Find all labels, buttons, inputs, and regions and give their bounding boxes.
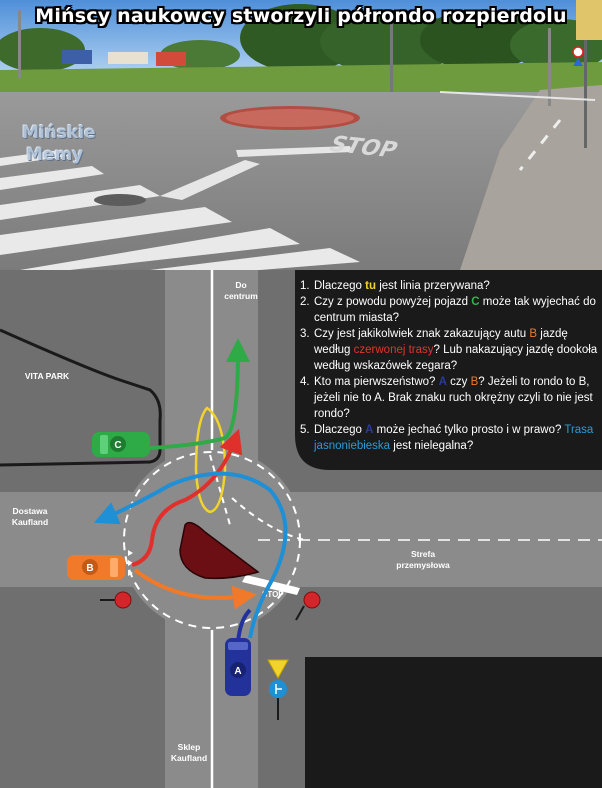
label-sklep-kaufland: Sklep Kaufland [166, 742, 212, 764]
label-strefa-przemyslowa: Strefa przemysłowa [388, 549, 458, 571]
question-5-text: Dlaczego A może jechać tylko prosto i w … [314, 422, 600, 454]
q5-highlight-a: A [365, 424, 374, 436]
car-a-label: A [234, 666, 241, 677]
label-do-centrum-line1: Do [235, 280, 247, 290]
label-do-centrum-line2: centrum [224, 291, 258, 301]
question-4-text: Kto ma pierwszeństwo? A czy B? Jeżeli to… [314, 374, 600, 422]
roundabout-edge [123, 451, 301, 629]
route-blue [93, 471, 288, 639]
stop-marking: STOP [262, 590, 284, 599]
label-sklep-line2: Kaufland [170, 753, 208, 763]
question-5: 5. Dlaczego A może jechać tylko prosto i… [300, 422, 600, 454]
q2-highlight: C [471, 296, 480, 308]
meme-title: Mińscy naukowcy stworzyli półrondo rozpi… [35, 5, 567, 27]
label-strefa-line1: Strefa [410, 549, 436, 559]
q1-pre: Dlaczego [314, 280, 366, 292]
central-island [179, 521, 260, 580]
question-4: 4. Kto ma pierwszeństwo? A czy B? Jeżeli… [300, 374, 600, 422]
watermark-line-2: Memy [26, 145, 84, 165]
q5-post: może jechać tylko prosto i w prawo? [373, 424, 565, 436]
question-4-number: 4. [300, 376, 310, 388]
label-vita-park: VITA PARK [24, 371, 70, 381]
question-3-number: 3. [300, 328, 310, 340]
q1-post: jest linia przerywana? [376, 280, 490, 292]
dashed-line-east [231, 497, 306, 541]
question-2: 2. Czy z powodu powyżej pojazd C może ta… [300, 294, 600, 326]
question-1-text: Dlaczego tu jest linia przerywana? [314, 278, 490, 294]
q3-mid: jazdę według [314, 328, 568, 356]
q4-mid: czy [446, 376, 471, 388]
q3-post: ? Lub nakazujący jazdę dookoła według ws… [314, 344, 598, 372]
q3-highlight-b: B [529, 328, 538, 340]
car-c-label: C [114, 440, 121, 451]
photo-panel: STOP Mińscy naukowcy stworzyli półrondo … [0, 0, 602, 270]
q5-pre: Dlaczego [314, 424, 366, 436]
diagram-panel: STOP C B [0, 270, 602, 788]
q5-highlight-route: Trasa jasnoniebieska [314, 424, 594, 452]
questions-list: 1. Dlaczego tu jest linia przerywana? 2.… [300, 278, 600, 454]
label-dostawa-kaufland: Dostawa Kaufland [4, 506, 56, 528]
question-1-number: 1. [300, 280, 310, 292]
q4-highlight-b: B [470, 376, 479, 388]
question-2-text: Czy z powodu powyżej pojazd C może tak w… [314, 294, 600, 326]
question-5-number: 5. [300, 424, 310, 436]
watermark-logo: Mińskie Memy [22, 122, 96, 166]
label-do-centrum: Do centrum [218, 280, 264, 302]
intersection-photo: STOP [0, 0, 602, 270]
intersection-diagram: STOP C B [0, 270, 602, 788]
route-orange [133, 568, 257, 610]
q5-end: jest nielegalna? [390, 440, 474, 452]
vita-park-outline [0, 328, 162, 467]
stop-sign-west [100, 591, 132, 609]
q4-post: ? Jeżeli to rondo to B, jeżeli nie to A.… [314, 376, 593, 420]
dashed-line-tu [209, 454, 231, 526]
parking-lot [305, 657, 602, 788]
q2-post: może tak wyjechać do centrum miasta? [314, 296, 596, 324]
q3-pre: Czy jest jakikolwiek znak zakazujący aut… [314, 328, 530, 340]
q1-highlight: tu [365, 280, 376, 292]
car-b: B [67, 555, 125, 580]
stop-sign-east [295, 591, 321, 621]
label-dostawa-line1: Dostawa [12, 506, 48, 516]
question-3-text: Czy jest jakikolwiek znak zakazujący aut… [314, 326, 600, 374]
watermark-line-1: Mińskie [22, 123, 96, 143]
q4-pre: Kto ma pierwszeństwo? [314, 376, 439, 388]
question-3: 3. Czy jest jakikolwiek znak zakazujący … [300, 326, 600, 374]
yield-sign [267, 659, 289, 720]
yield-markings [128, 550, 133, 576]
car-a: A [225, 638, 251, 696]
question-1: 1. Dlaczego tu jest linia przerywana? [300, 278, 600, 294]
car-c: C [92, 432, 150, 457]
q2-pre: Czy z powodu powyżej pojazd [314, 296, 472, 308]
q3-highlight-route: czerwonej trasy [353, 344, 434, 356]
label-strefa-line2: przemysłowa [396, 560, 450, 570]
label-sklep-line1: Sklep [177, 742, 201, 752]
label-dostawa-line2: Kaufland [11, 517, 49, 527]
q4-highlight-a: A [438, 376, 447, 388]
questions-box [295, 270, 602, 470]
car-b-label: B [86, 563, 93, 574]
question-2-number: 2. [300, 296, 310, 308]
